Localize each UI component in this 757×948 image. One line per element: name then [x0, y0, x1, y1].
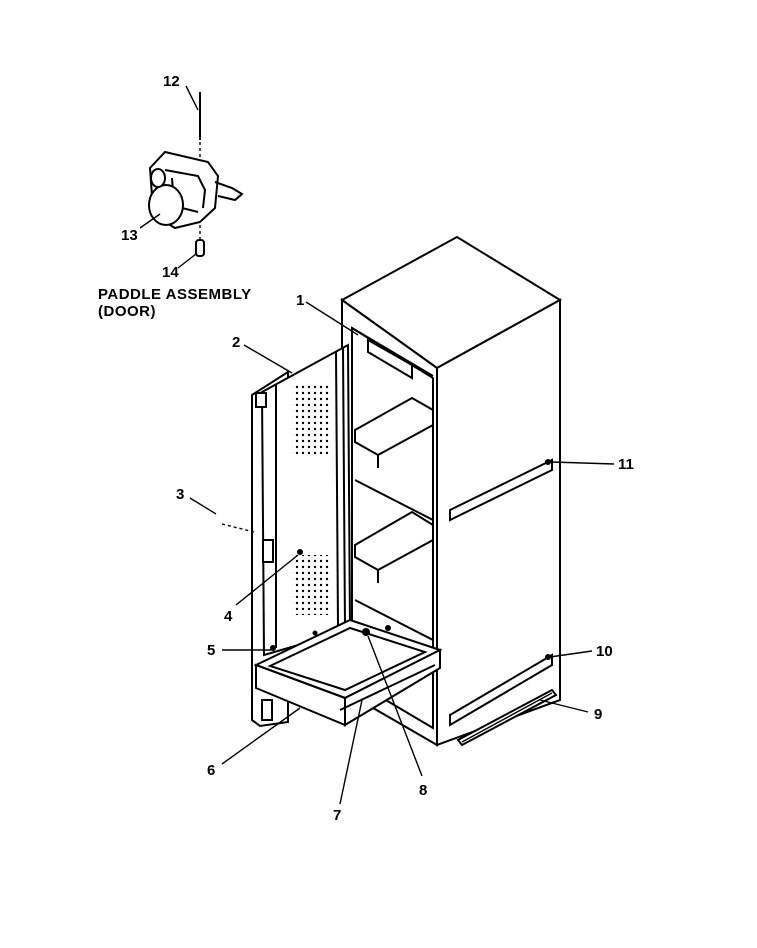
- callout-11: 11: [618, 456, 634, 473]
- callout-9: 9: [594, 706, 602, 723]
- callout-3: 3: [176, 486, 184, 503]
- callout-5: 5: [207, 642, 215, 659]
- door-perforations: [292, 385, 330, 615]
- caption-line-2: (DOOR): [98, 303, 156, 320]
- callout-6: 6: [207, 762, 215, 779]
- callout-7: 7: [333, 807, 341, 824]
- caption-line-1: PADDLE ASSEMBLY: [98, 286, 252, 303]
- cabinet: [340, 235, 562, 747]
- paddle-assembly: [148, 92, 244, 257]
- callout-8: 8: [419, 782, 427, 799]
- callout-12: 12: [163, 73, 180, 90]
- callout-1: 1: [296, 292, 304, 309]
- callout-10: 10: [596, 643, 613, 660]
- callout-4: 4: [224, 608, 233, 625]
- paddle-assembly-caption: PADDLE ASSEMBLY (DOOR): [98, 286, 252, 320]
- leader-lines: [139, 85, 615, 805]
- callout-14: 14: [162, 264, 179, 281]
- door: [251, 343, 443, 728]
- callout-labels: 12 13 14 1 2 3 4 5 6 7 8 9 10 11: [121, 73, 634, 824]
- callout-13: 13: [121, 227, 138, 244]
- callout-2: 2: [232, 334, 240, 351]
